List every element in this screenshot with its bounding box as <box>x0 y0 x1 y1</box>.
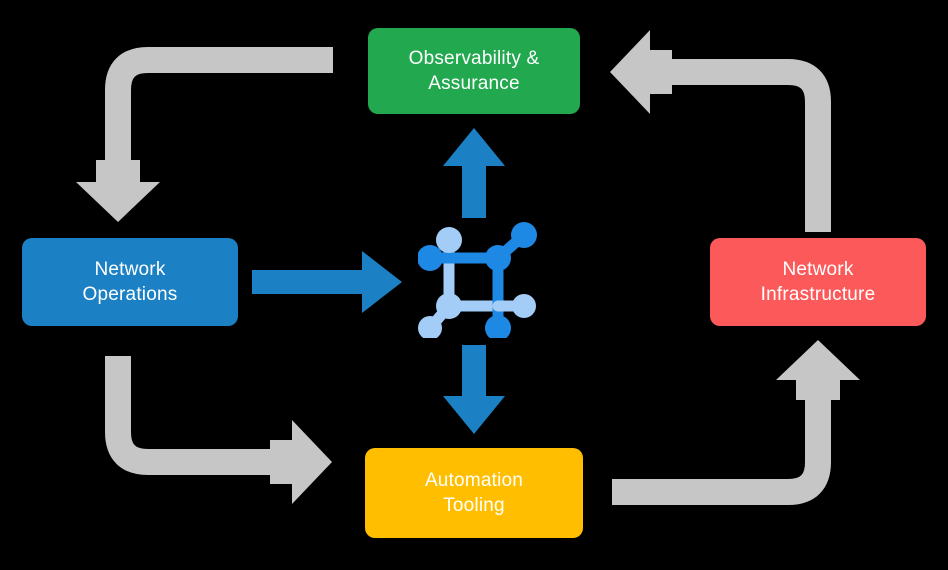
topology-node-light <box>418 227 536 338</box>
blue-arrow-network-operations-to-center <box>252 251 402 313</box>
topology-node-dark <box>418 222 537 338</box>
node-observability-assurance-label: Observability & Assurance <box>408 47 540 94</box>
gray-arrow-network-operations-to-automation-tooling <box>105 356 332 504</box>
node-network-operations-label: Network Operations <box>82 258 178 305</box>
node-observability-assurance[interactable]: Observability & Assurance <box>368 28 580 114</box>
node-automation-tooling[interactable]: Automation Tooling <box>365 448 583 538</box>
gray-arrow-observability-to-network-operations <box>76 47 333 222</box>
node-network-operations[interactable]: Network Operations <box>22 238 238 326</box>
node-automation-tooling-label: Automation Tooling <box>424 469 524 516</box>
node-network-infrastructure-label: Network Infrastructure <box>760 258 876 305</box>
node-network-infrastructure[interactable]: Network Infrastructure <box>710 238 926 326</box>
blue-arrow-center-to-automation-tooling <box>443 345 505 434</box>
gray-arrow-network-infrastructure-to-observability <box>610 30 831 232</box>
gray-arrow-automation-tooling-to-network-infrastructure <box>612 340 860 505</box>
network-topology-icon <box>418 222 537 338</box>
blue-arrow-center-to-observability <box>443 128 505 218</box>
